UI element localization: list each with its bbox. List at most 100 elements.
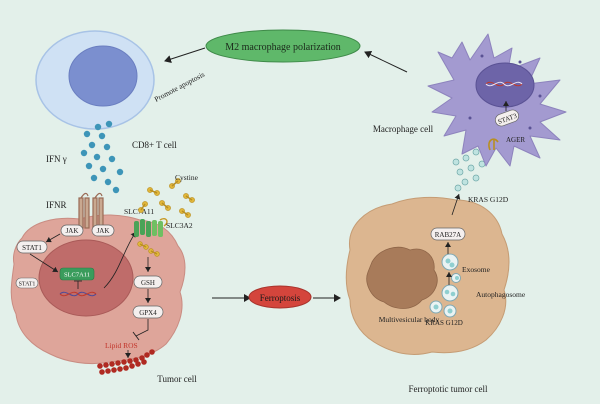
- gpx4-label: GPX4: [139, 309, 157, 317]
- dna-strand: [59, 291, 97, 297]
- kras-g12d-inside-label: KRAS G12D: [425, 319, 463, 327]
- lipid-ros-label: Lipid ROS: [105, 341, 138, 350]
- rab27a-pill: [430, 227, 466, 241]
- stat1-cytoplasm-node: STAT1: [16, 240, 48, 254]
- lipid-ros-bead: [129, 363, 135, 369]
- gsh-node: GSH: [133, 275, 163, 289]
- receptor-loop: [94, 192, 103, 199]
- lipid-ros-bead: [97, 363, 103, 369]
- autophagosome: [441, 284, 459, 302]
- stat1-nucleus-pill: [15, 277, 39, 289]
- ager-receptor: [488, 138, 499, 151]
- lipid-ros-bead: [105, 368, 111, 374]
- macrophage-cell-label: Macrophage cell: [373, 124, 434, 134]
- arrow-to-t-cell: [164, 47, 206, 63]
- lipid-ros-bead: [103, 362, 109, 368]
- ifnr-label: IFNR: [46, 200, 67, 210]
- cd8-t-cell-label: CD8+ T cell: [132, 140, 177, 150]
- kras-dot: [472, 148, 480, 156]
- rab27a-node: RAB27A: [430, 227, 466, 241]
- stat1-nucleus-label: STAT1: [19, 282, 36, 288]
- stat3-pill: [495, 109, 519, 127]
- stat1-cytoplasm-label: STAT1: [22, 244, 42, 252]
- autophagosome-particle: [450, 291, 456, 297]
- arrow-release-kras: [451, 193, 461, 216]
- ifn-dot: [93, 153, 101, 161]
- cystine-molecule: [138, 201, 148, 213]
- ifn-gamma-label: IFN γ: [46, 154, 67, 164]
- stat1-nucleus-node: STAT1: [15, 277, 39, 289]
- transporter-segment: [152, 220, 157, 236]
- lipid-ros-bead: [149, 349, 155, 355]
- cystine-molecule: [147, 187, 160, 196]
- ferroptotic-tumor-cell-label: Ferroptotic tumor cell: [409, 384, 488, 394]
- t-cell-nucleus: [68, 45, 138, 107]
- slc3a2-label: SLC3A2: [166, 221, 193, 230]
- macrophage-cell: [427, 33, 567, 167]
- lipid-ros-chain: [97, 349, 155, 375]
- stat1-cytoplasm-pill: [16, 240, 48, 254]
- cystine-label: Cystine: [175, 173, 199, 182]
- receptor-loop: [80, 192, 89, 199]
- dna-helix: [59, 291, 97, 297]
- ifn-dot: [80, 149, 88, 157]
- ferroptotic-tumor-cell: [345, 196, 510, 355]
- kras-dot: [456, 168, 464, 176]
- ferroptosis-ellipse: [248, 285, 312, 309]
- stat3-node: STAT3: [495, 109, 519, 127]
- kras-vesicles: [429, 300, 457, 318]
- transporter-segment: [140, 219, 145, 235]
- ifn-gamma-dots: [80, 120, 124, 194]
- macrophage-granule: [518, 60, 522, 64]
- autophagosome-particle: [444, 289, 450, 295]
- exosome-particle: [449, 262, 455, 268]
- gpx4-node: GPX4: [132, 305, 164, 319]
- exosome-label: Exosome: [462, 265, 491, 274]
- tumor-cell: [10, 214, 186, 365]
- kras-dot: [472, 174, 480, 182]
- lipid-ros-bead: [141, 359, 147, 365]
- kras-dot: [452, 158, 460, 166]
- ferroptotic-nucleus: [366, 246, 438, 309]
- lipid-ros-bead: [135, 361, 141, 367]
- arrow-from-macrophage: [364, 50, 408, 73]
- cystine-molecules: [137, 178, 195, 257]
- autophagosome-label: Autophagosome: [476, 290, 526, 299]
- kras-particle: [433, 304, 439, 310]
- slc7a11-nucleus-box: [59, 267, 95, 281]
- gpx4-pill: [132, 305, 164, 319]
- cystine-molecule: [148, 248, 160, 257]
- ifn-dot: [105, 120, 113, 128]
- ferroptosis-node: Ferroptosis: [248, 285, 312, 309]
- rab27a-label: RAB27A: [435, 231, 461, 239]
- kras-g12d-released-dots: [452, 148, 486, 192]
- jak-right-label: JAK: [97, 227, 110, 235]
- kras-dot: [462, 154, 470, 162]
- ifn-dot: [99, 165, 107, 173]
- kras-g12d-released-label: KRAS G12D: [468, 195, 509, 204]
- macrophage-granule: [528, 126, 532, 130]
- ifn-dot: [90, 174, 98, 182]
- ifn-dot: [88, 141, 96, 149]
- ifn-dot: [85, 162, 93, 170]
- ferroptosis-label: Ferroptosis: [260, 293, 301, 303]
- cd8-t-cell: [35, 30, 155, 130]
- m2-polarization-label: M2 macrophage polarization: [225, 42, 341, 53]
- ifn-dot: [103, 143, 111, 151]
- gsh-label: GSH: [141, 279, 155, 287]
- ager-arm: [488, 138, 499, 151]
- macrophage-granule: [538, 94, 542, 98]
- lipid-ros-bead: [115, 360, 121, 366]
- cystine-molecule: [169, 178, 181, 189]
- exosome-vesicles: [441, 253, 461, 283]
- ager-label: AGER: [506, 136, 525, 144]
- transporter-segment: [134, 221, 139, 237]
- slc7a11-transporter: [134, 217, 168, 237]
- gpx4-inhibition-line: [135, 319, 149, 337]
- cystine-molecule: [183, 193, 195, 203]
- multivesicular-body-label: Multivesicular body: [379, 315, 440, 324]
- lipid-ros-bead: [144, 352, 150, 358]
- exosome-particle: [445, 258, 451, 264]
